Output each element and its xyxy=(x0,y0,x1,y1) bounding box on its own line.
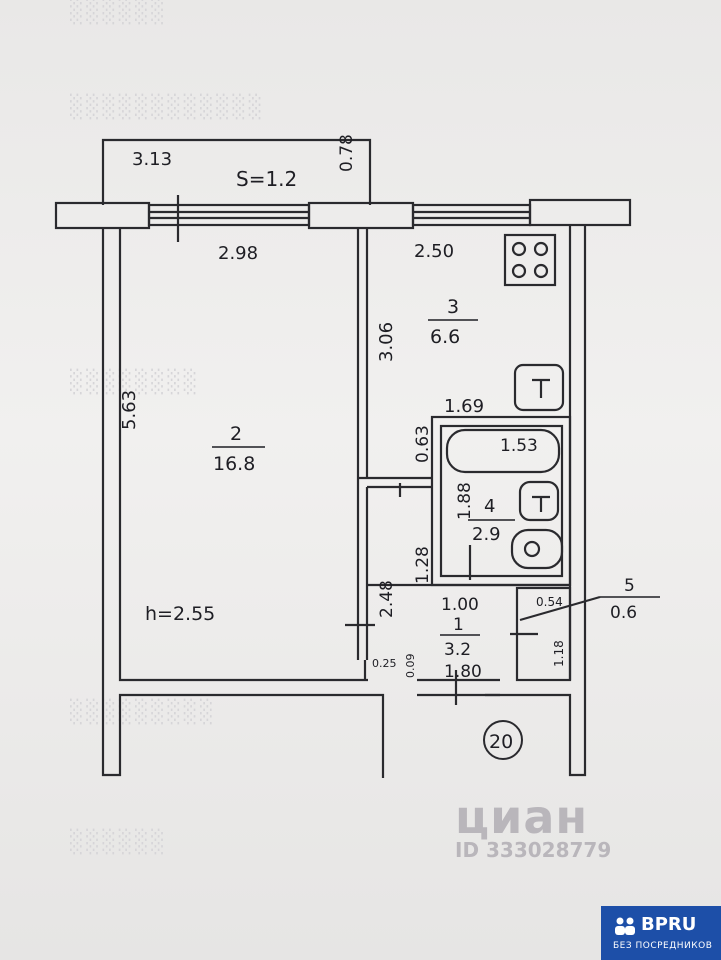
room3-length-label: 3.06 xyxy=(376,322,397,362)
room4-area: 2.9 xyxy=(472,524,501,545)
flat-number-circle xyxy=(483,720,523,760)
window-room2 xyxy=(147,203,311,227)
balcony-outline xyxy=(101,138,372,205)
room5-area: 0.6 xyxy=(610,603,637,623)
balcony-width-label: 3.13 xyxy=(132,149,172,170)
room2-area: 16.8 xyxy=(213,453,255,475)
sink-icon xyxy=(513,363,565,412)
bathroom-inner xyxy=(439,424,564,578)
watermark-id: ID 333028779 xyxy=(455,838,612,862)
room3-area: 6.6 xyxy=(430,326,460,348)
room1-length-label: 1.80 xyxy=(444,662,482,682)
washbasin-icon xyxy=(518,480,560,522)
wall-segment xyxy=(307,201,415,230)
faded-background-text: ░░░░░░░░░ xyxy=(70,700,217,725)
faded-background-text: ░░░░░░ xyxy=(70,830,168,855)
bath-length-label: 1.53 xyxy=(500,436,538,456)
room4-number: 4 xyxy=(484,496,495,517)
niche-label: 0.09 xyxy=(404,654,417,679)
room1-area: 3.2 xyxy=(444,640,471,660)
room4-length-label: 1.88 xyxy=(455,482,475,520)
room5-number: 5 xyxy=(624,576,635,596)
room5-width-label: 0.54 xyxy=(536,595,563,609)
left-wall xyxy=(101,228,385,778)
room2-length-label: 5.63 xyxy=(119,390,140,430)
badge-subtitle: БЕЗ ПОСРЕДНИКОВ xyxy=(613,941,713,951)
room1-side-label: 2.48 xyxy=(377,580,397,618)
faded-background-text: ░░░░░░░░ xyxy=(70,370,200,395)
watermark-logo-text: циан xyxy=(455,790,589,844)
right-wall-outer xyxy=(485,225,587,777)
room2-number: 2 xyxy=(230,423,242,445)
people-icon xyxy=(615,917,635,935)
niche-label: 0.25 xyxy=(372,657,397,670)
stove-icon xyxy=(503,233,557,287)
room2-width-label: 2.98 xyxy=(218,243,258,264)
wall-segment xyxy=(54,201,151,230)
wall-segment xyxy=(528,198,632,227)
faded-background-text: ░░░░░░░░░░░░ xyxy=(70,95,265,120)
bathtub-icon xyxy=(445,428,561,474)
room4-width-label: 1.69 xyxy=(444,396,484,417)
gap-label: 0.63 xyxy=(413,425,433,463)
room3-width-label: 2.50 xyxy=(414,241,454,262)
room1-depth-label: 1.28 xyxy=(413,546,433,584)
faded-background-text: ░░░░░░ xyxy=(70,0,168,25)
cian-watermark: циан ID 333028779 xyxy=(455,790,665,862)
room1-width-label: 1.00 xyxy=(441,595,479,615)
room3-number: 3 xyxy=(447,296,459,318)
badge-title: BPRU xyxy=(641,914,697,935)
toilet-icon xyxy=(510,528,564,570)
balcony-area-label: S=1.2 xyxy=(236,167,297,191)
bpru-badge[interactable]: BPRU БЕЗ ПОСРЕДНИКОВ xyxy=(601,906,721,960)
room5-length-label: 1.18 xyxy=(552,640,566,667)
flat-number: 20 xyxy=(489,731,513,753)
ceiling-height-label: h=2.55 xyxy=(145,603,215,625)
room1-number: 1 xyxy=(453,615,464,635)
room2-inner-wall xyxy=(118,228,368,682)
window-room3 xyxy=(411,203,532,227)
balcony-depth-label: 0.78 xyxy=(337,134,357,172)
